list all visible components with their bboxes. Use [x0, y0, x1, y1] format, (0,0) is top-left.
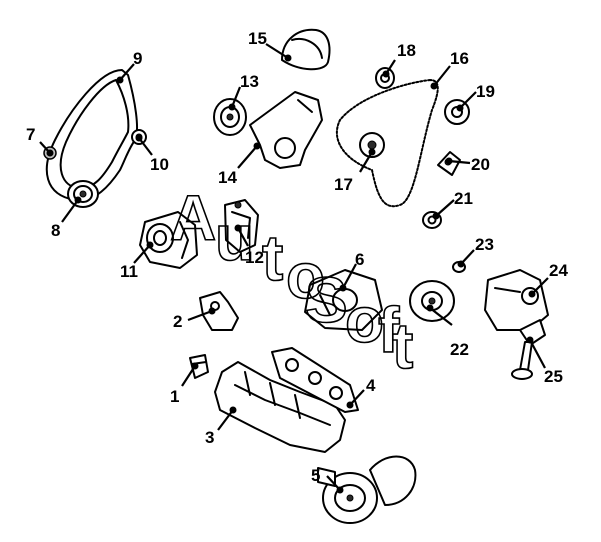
callout-leaders [39, 43, 549, 494]
callout-6: 6 [355, 250, 364, 269]
callout-4: 4 [366, 376, 376, 395]
part-22-oil-pump [409, 280, 455, 322]
part-15-upper-cover [281, 28, 331, 71]
part-12-housing [224, 199, 259, 253]
watermark-letter: S [305, 264, 348, 336]
callout-11: 11 [120, 262, 138, 281]
watermark-letter: o [345, 284, 384, 356]
callout-25: 25 [544, 367, 563, 386]
watermark-letter: t [392, 310, 413, 382]
part-16-timing-belt [335, 79, 439, 208]
watermark-letter: f [378, 294, 400, 366]
callout-9: 9 [133, 49, 142, 68]
callout-1: 1 [170, 387, 179, 406]
callout-14: 14 [218, 168, 237, 187]
callout-labels: 1 2 3 4 5 6 7 8 9 10 11 12 13 14 15 16 1… [26, 29, 568, 485]
part-13-pulley [213, 98, 247, 136]
callout-18: 18 [397, 41, 416, 60]
part-8-pulley [67, 180, 99, 208]
callout-20: 20 [471, 155, 490, 174]
callout-10: 10 [150, 155, 169, 174]
part-14-timing-cover [249, 91, 323, 169]
watermark-letter: u [215, 202, 254, 274]
watermark-letter: t [262, 222, 283, 294]
callout-17: 17 [334, 175, 353, 194]
watermark-letter: o [286, 240, 325, 312]
callout-24: 24 [549, 261, 568, 280]
callout-22: 22 [450, 340, 469, 359]
callout-21: 21 [454, 189, 473, 208]
watermark-letter: A [170, 182, 216, 254]
callout-5: 5 [311, 466, 320, 485]
callout-13: 13 [240, 72, 259, 91]
callout-7: 7 [26, 125, 35, 144]
callout-8: 8 [51, 221, 60, 240]
callout-19: 19 [476, 82, 495, 101]
part-17-sprocket [359, 132, 385, 158]
part-2-bracket [199, 291, 239, 331]
part-24-housing [484, 269, 549, 331]
part-3-intake-manifold [214, 361, 346, 453]
part-4-gasket [271, 347, 359, 413]
callout-15: 15 [248, 29, 267, 48]
callout-2: 2 [173, 312, 182, 331]
callout-12: 12 [245, 248, 264, 267]
part-11-water-pump [139, 211, 198, 269]
part-5-turbocharger [317, 455, 417, 524]
callout-3: 3 [205, 428, 214, 447]
callout-23: 23 [475, 235, 494, 254]
part-9-accessory-belt [45, 69, 138, 202]
callout-16: 16 [450, 49, 469, 68]
watermark: A u t o S o f t [169, 181, 414, 383]
